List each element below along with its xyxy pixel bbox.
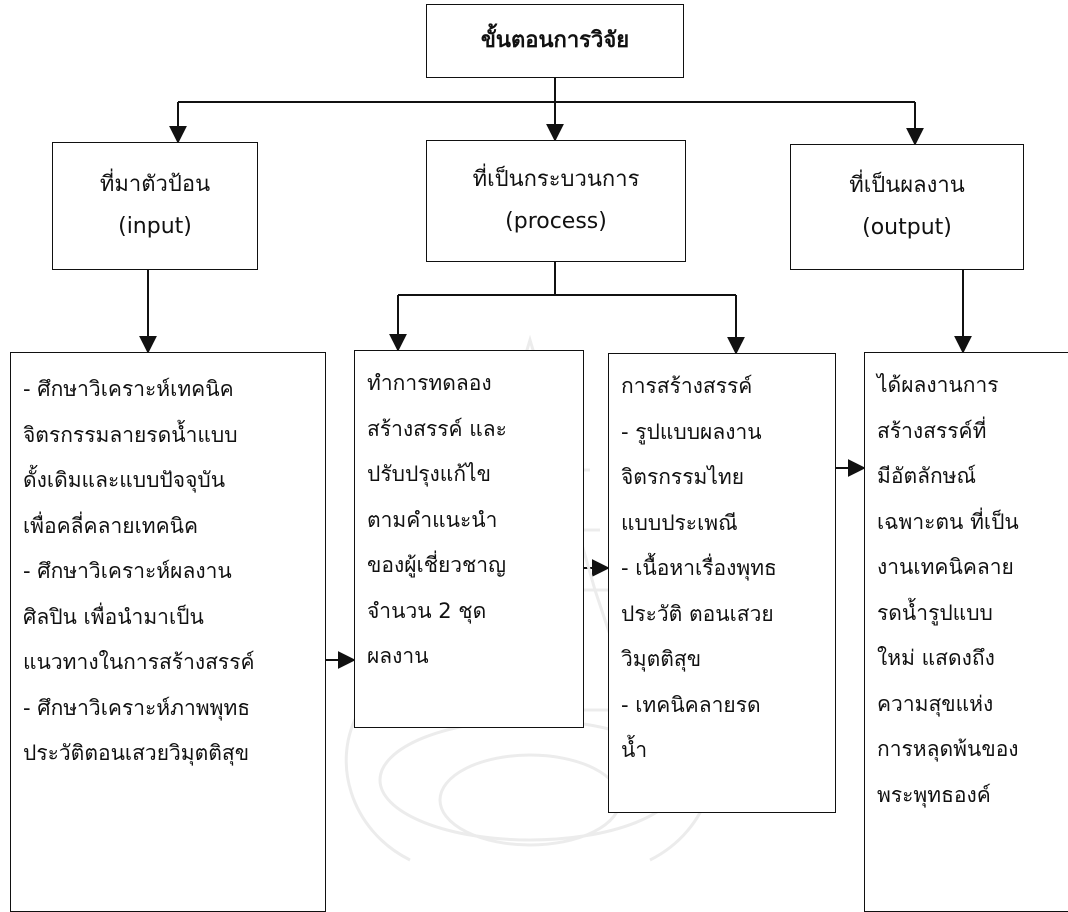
input-header-label: ที่มาตัวป้อน bbox=[99, 172, 211, 198]
create-detail-line: การสร้างสรรค์ bbox=[621, 374, 753, 398]
process-header-label: ที่เป็นกระบวนการ bbox=[472, 167, 640, 193]
create-detail-line: - เทคนิคลายรด bbox=[621, 692, 761, 717]
input-detail-line: ศิลปิน เพื่อนำมาเป็น bbox=[23, 604, 204, 629]
experiment-detail-line: ตามคำแนะนำ bbox=[367, 507, 498, 532]
create-detail-line: - เนื้อหาเรื่องพุทธ bbox=[621, 556, 777, 580]
output-header-label: ที่เป็นผลงาน bbox=[849, 173, 965, 199]
experiment-detail-line: สร้างสรรค์ และ bbox=[367, 416, 507, 441]
experiment-detail-line: ของผู้เชี่ยวชาญ bbox=[367, 553, 506, 577]
experiment-detail-line: ปรับปรุงแก้ไข bbox=[367, 462, 491, 486]
experiment-detail-box: ทำการทดลอง สร้างสรรค์ และ ปรับปรุงแก้ไข … bbox=[354, 350, 584, 728]
experiment-detail-line: ทำการทดลอง bbox=[367, 371, 492, 395]
output-detail-line: ใหม่ แสดงถึง bbox=[877, 646, 995, 670]
create-detail-line: วิมุตติสุข bbox=[621, 647, 702, 671]
create-detail-line: แบบประเพณี bbox=[621, 510, 738, 535]
diagram-title: ขั้นตอนการวิจัย bbox=[480, 28, 630, 54]
output-detail-line: การหลุดพ้นของ bbox=[877, 737, 1019, 761]
title-box: ขั้นตอนการวิจัย bbox=[426, 4, 684, 78]
output-detail-line: สร้างสรรค์ที่ bbox=[877, 418, 987, 443]
output-detail-line: ความสุขแห่ง bbox=[877, 691, 994, 716]
output-detail-line: พระพุทธองค์ bbox=[877, 782, 991, 807]
output-header-sub: (output) bbox=[862, 215, 952, 240]
output-detail-line: รดน้ำรูปแบบ bbox=[877, 600, 993, 625]
output-detail-line: เฉพาะตน ที่เป็น bbox=[877, 509, 1019, 534]
input-detail-line: จิตรกรรมลายรดน้ำแบบ bbox=[23, 422, 238, 447]
input-detail-line: เพื่อคลี่คลายเทคนิค bbox=[23, 513, 199, 538]
input-detail-line: - ศึกษาวิเคราะห์ผลงาน bbox=[23, 559, 232, 583]
output-detail-line: มีอัตลักษณ์ bbox=[877, 464, 977, 488]
input-detail-line: - ศึกษาวิเคราะห์ภาพพุทธ bbox=[23, 695, 251, 720]
input-header-box: ที่มาตัวป้อน (input) bbox=[52, 142, 258, 270]
input-detail-line: - ศึกษาวิเคราะห์เทคนิค bbox=[23, 377, 234, 401]
experiment-detail-line: ผลงาน bbox=[367, 644, 429, 668]
input-detail-line: แนวทางในการสร้างสรรค์ bbox=[23, 650, 255, 674]
input-detail-line: ประวัติตอนเสวยวิมุตติสุข bbox=[23, 741, 250, 765]
create-detail-line: น้ำ bbox=[621, 738, 648, 762]
create-detail-line: - รูปแบบผลงาน bbox=[621, 419, 762, 444]
create-detail-line: ประวัติ ตอนเสวย bbox=[621, 601, 774, 626]
output-detail-line: ได้ผลงานการ bbox=[877, 373, 999, 397]
input-header-sub: (input) bbox=[118, 214, 192, 239]
process-header-box: ที่เป็นกระบวนการ (process) bbox=[426, 140, 686, 262]
create-detail-box: การสร้างสรรค์ - รูปแบบผลงาน จิตรกรรมไทย … bbox=[608, 353, 836, 813]
experiment-detail-line: จำนวน 2 ชุด bbox=[367, 598, 487, 623]
input-detail-line: ดั้งเดิมและแบบปัจจุบัน bbox=[23, 468, 226, 492]
input-detail-box: - ศึกษาวิเคราะห์เทคนิค จิตรกรรมลายรดน้ำแ… bbox=[10, 352, 326, 912]
process-header-sub: (process) bbox=[505, 209, 607, 234]
output-detail-box: ได้ผลงานการ สร้างสรรค์ที่ มีอัตลักษณ์ เฉ… bbox=[864, 352, 1068, 912]
output-header-box: ที่เป็นผลงาน (output) bbox=[790, 144, 1024, 270]
create-detail-line: จิตรกรรมไทย bbox=[621, 465, 745, 489]
output-detail-line: งานเทคนิคลาย bbox=[877, 555, 1014, 579]
